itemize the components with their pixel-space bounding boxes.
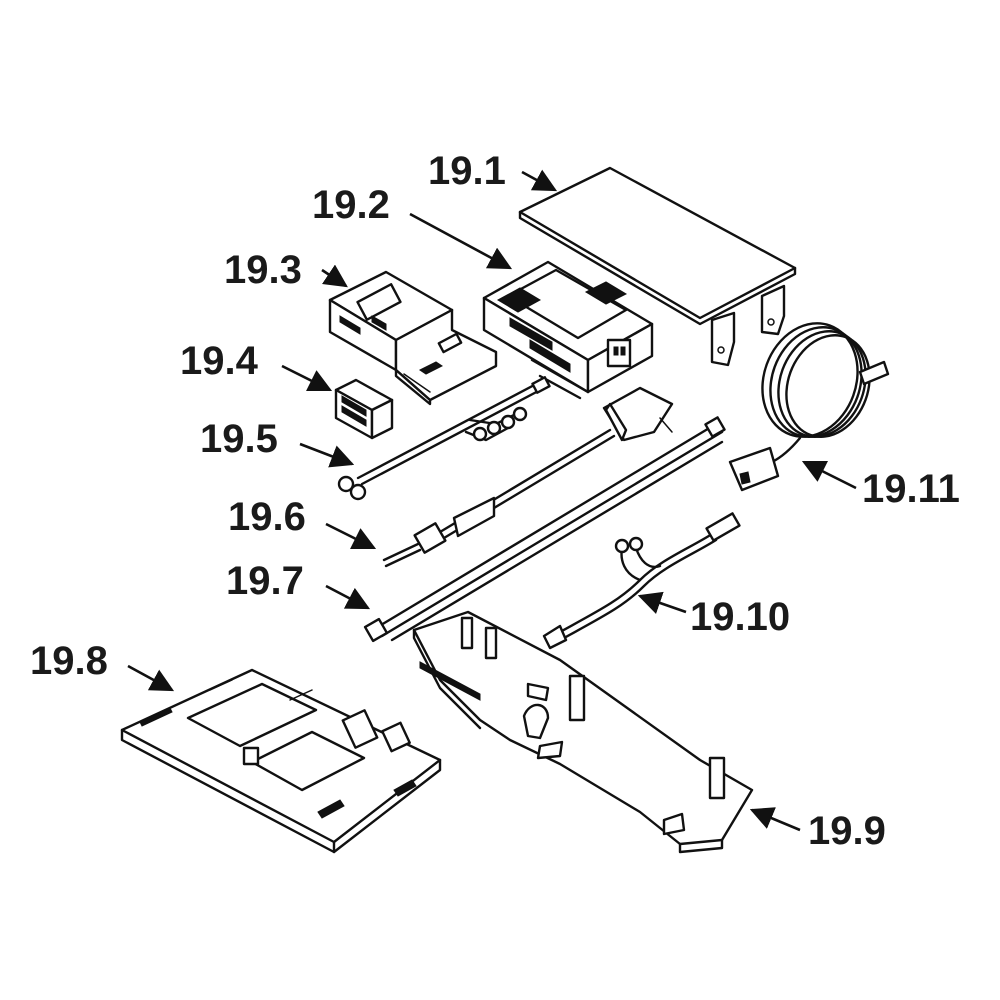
arrow-19-10 bbox=[637, 591, 687, 614]
arrow-19-2 bbox=[409, 212, 513, 270]
part-19-11-coiled-cord bbox=[728, 322, 890, 492]
part-19-8-circuit-board bbox=[120, 668, 442, 854]
part-19-4-small-module bbox=[334, 378, 394, 440]
part-19-10-sensor-lead bbox=[542, 512, 741, 650]
arrow-19-1 bbox=[521, 169, 558, 192]
label-19-7: 19.7 bbox=[226, 559, 304, 603]
arrow-19-11 bbox=[801, 460, 857, 490]
arrow-19-9 bbox=[749, 807, 801, 832]
arrow-19-5 bbox=[299, 442, 355, 468]
part-19-2-housing-module bbox=[482, 260, 654, 400]
label-19-6: 19.6 bbox=[228, 495, 306, 539]
label-19-4: 19.4 bbox=[180, 339, 259, 383]
label-19-3: 19.3 bbox=[224, 248, 302, 292]
part-19-9-chassis-bracket bbox=[412, 610, 754, 854]
label-19-1: 19.1 bbox=[428, 149, 506, 193]
arrow-19-3 bbox=[321, 264, 348, 288]
part-19-6-power-adapter-cable bbox=[382, 386, 674, 568]
label-19-9: 19.9 bbox=[808, 809, 886, 853]
arrow-19-6 bbox=[325, 522, 377, 550]
arrow-19-4 bbox=[281, 364, 333, 392]
arrow-19-8 bbox=[127, 664, 175, 692]
label-19-10: 19.10 bbox=[690, 595, 790, 639]
callout-arrows bbox=[127, 169, 857, 832]
label-19-2: 19.2 bbox=[312, 183, 390, 227]
part-19-1-cover-panel bbox=[518, 166, 797, 367]
part-19-3-control-unit bbox=[328, 270, 498, 406]
part-19-5-wire-harness bbox=[337, 376, 551, 501]
label-19-8: 19.8 bbox=[30, 639, 108, 683]
label-19-11: 19.11 bbox=[862, 467, 960, 511]
label-19-5: 19.5 bbox=[200, 417, 278, 461]
part-19-7-long-cable bbox=[363, 416, 726, 643]
arrow-19-7 bbox=[325, 584, 371, 610]
callout-labels: 19.1 19.2 19.3 19.4 19.5 19.6 19.7 19.8 … bbox=[30, 149, 960, 853]
